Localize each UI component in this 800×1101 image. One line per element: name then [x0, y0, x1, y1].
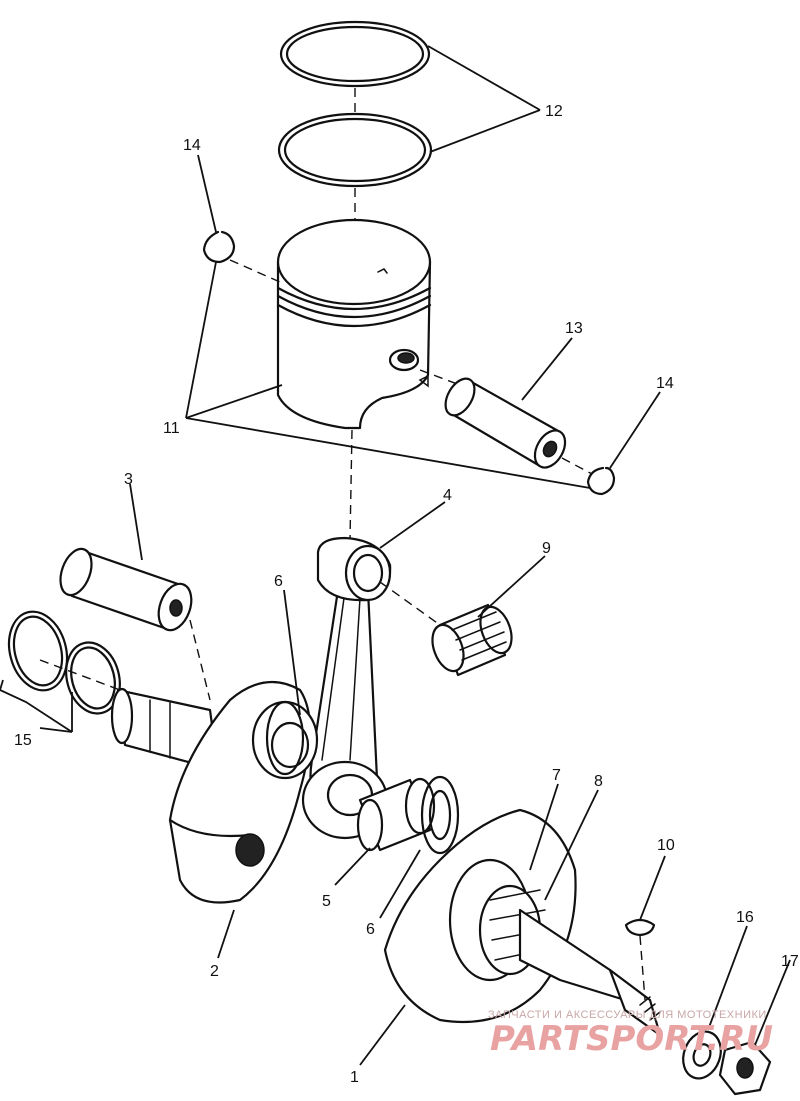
- callout-13: 13: [565, 320, 583, 337]
- callout-4: 4: [443, 487, 452, 504]
- piston-pin: [444, 377, 567, 469]
- watermark: ЗАПЧАСТИ И АКСЕССУАРЫ ДЛЯ МОТОТЕХНИКИ PA…: [488, 1009, 773, 1059]
- callout-11: 11: [163, 420, 180, 437]
- callout-6-left: 6: [274, 573, 283, 590]
- nut: [718, 1040, 772, 1096]
- callout-1: 1: [350, 1069, 359, 1086]
- bearing-5: [356, 777, 436, 852]
- circlip-right: [586, 466, 616, 496]
- seal-outer: [7, 610, 69, 692]
- callout-5: 5: [322, 893, 331, 910]
- crank-pin: [59, 547, 193, 632]
- seal-inner: [65, 641, 121, 715]
- circlip-left: [202, 230, 236, 264]
- crankshaft-half-right: [383, 808, 662, 1037]
- callout-17: 17: [781, 953, 799, 970]
- callout-3: 3: [124, 471, 133, 488]
- callout-2: 2: [210, 963, 219, 980]
- callout-9: 9: [542, 540, 551, 557]
- watermark-logo: PARTSPORT.RU: [490, 1019, 773, 1059]
- callout-labels: 12 14 13 14 11 3 4 9 6 15 7 8 10 5 6 16 …: [14, 103, 799, 1086]
- callout-14-right: 14: [656, 375, 674, 392]
- piston-ring-lower: [277, 112, 433, 188]
- callout-14-left: 14: [183, 137, 201, 154]
- woodruff-key: [624, 918, 656, 937]
- callout-8: 8: [594, 773, 603, 790]
- piston: [276, 218, 432, 430]
- callout-7: 7: [552, 767, 561, 784]
- washer: [682, 1030, 722, 1080]
- thrust-washer-left: [265, 700, 305, 776]
- callout-10: 10: [657, 837, 675, 854]
- thrust-washer-right: [420, 775, 460, 855]
- callout-12: 12: [545, 103, 563, 120]
- piston-ring-upper: [279, 20, 431, 88]
- needle-bearing: [431, 603, 513, 677]
- callout-6-right: 6: [366, 921, 375, 938]
- connecting-rod: [301, 536, 392, 840]
- callout-15: 15: [14, 732, 32, 749]
- crankshaft-half-left: [110, 680, 319, 904]
- callout-16: 16: [736, 909, 754, 926]
- leader-lines: [0, 45, 791, 1066]
- watermark-tagline: ЗАПЧАСТИ И АКСЕССУАРЫ ДЛЯ МОТОТЕХНИКИ: [488, 1009, 767, 1021]
